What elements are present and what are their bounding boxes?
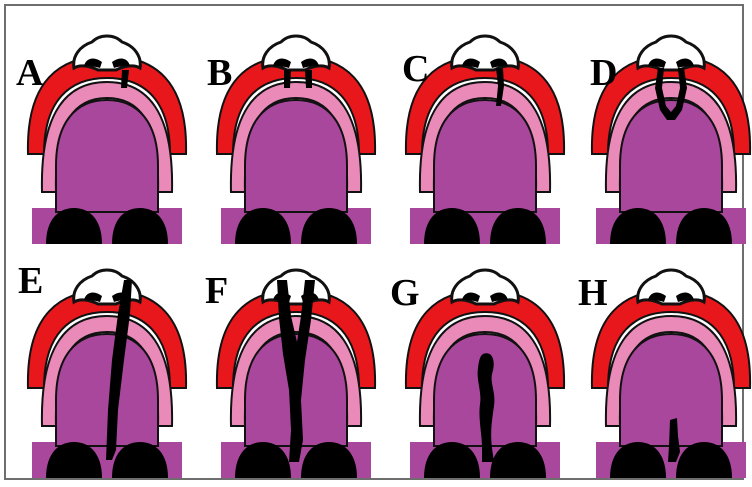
panel-label-e: E bbox=[18, 262, 43, 300]
hard-palate bbox=[245, 100, 347, 212]
nose-icon bbox=[263, 36, 330, 70]
panel-label-c: C bbox=[402, 50, 429, 88]
figure-frame: A B C D E bbox=[4, 4, 744, 480]
hard-palate bbox=[434, 100, 536, 212]
panel-e: E bbox=[12, 250, 202, 482]
nose-icon bbox=[74, 36, 141, 70]
panel-h: H bbox=[576, 250, 752, 482]
nose-icon bbox=[452, 270, 519, 304]
panel-label-f: F bbox=[205, 272, 228, 310]
panel-d: D bbox=[576, 16, 752, 248]
panel-label-g: G bbox=[390, 274, 420, 312]
nose-icon bbox=[263, 270, 330, 304]
cleft-mark-b-left bbox=[284, 70, 291, 88]
nose-icon bbox=[452, 36, 519, 70]
palate-diagram-a bbox=[12, 16, 202, 248]
palate-diagram-d bbox=[576, 16, 752, 248]
palate-diagram-b bbox=[201, 16, 391, 248]
cleft-mark-b-right bbox=[305, 70, 312, 88]
panel-label-a: A bbox=[16, 54, 43, 92]
panel-label-b: B bbox=[207, 54, 232, 92]
panel-label-d: D bbox=[590, 54, 617, 92]
panel-f: F bbox=[201, 250, 391, 482]
panel-label-h: H bbox=[578, 274, 608, 312]
panel-g: G bbox=[390, 250, 580, 482]
hard-palate bbox=[56, 100, 158, 212]
nose-icon bbox=[638, 270, 705, 304]
panel-a: A bbox=[12, 16, 202, 248]
panel-c: C bbox=[390, 16, 580, 248]
palate-diagram-f bbox=[201, 250, 391, 482]
nose-icon bbox=[638, 36, 705, 70]
hard-palate bbox=[56, 334, 158, 446]
panel-b: B bbox=[201, 16, 391, 248]
